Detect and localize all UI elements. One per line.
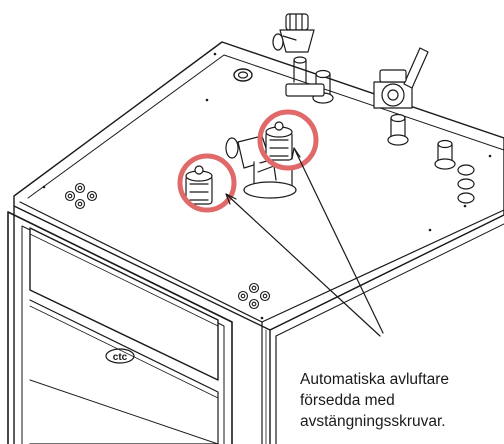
pointer-line-2 bbox=[225, 193, 381, 337]
safety-valve-top bbox=[272, 13, 325, 97]
front-face bbox=[13, 205, 271, 444]
pointer-line-1 bbox=[293, 147, 384, 334]
caption-line-2: försedda med bbox=[300, 392, 395, 409]
ball-valve bbox=[373, 47, 429, 109]
logo-badge bbox=[105, 348, 135, 364]
air-vent-1-highlight bbox=[257, 109, 319, 171]
caption-line-1: Automatiska avluftare bbox=[300, 371, 450, 388]
front-panel-lower bbox=[29, 299, 219, 444]
top-panel-inner-edge bbox=[27, 54, 504, 199]
pipe-stubs bbox=[293, 56, 456, 170]
caption: Automatiska avluftare försedda med avstä… bbox=[300, 369, 504, 432]
top-ring bbox=[233, 68, 253, 82]
bolt-cluster-left bbox=[64, 182, 98, 210]
air-vent-2-highlight bbox=[177, 153, 237, 213]
front-frame-outer bbox=[7, 211, 233, 444]
side-face bbox=[269, 214, 504, 337]
bolt-cluster-right bbox=[237, 282, 271, 310]
air-vent-2 bbox=[185, 165, 213, 205]
logo-text: ctc bbox=[113, 352, 128, 363]
pointer-arrowhead-1 bbox=[291, 147, 301, 160]
front-panel-bottom bbox=[29, 379, 219, 444]
side-ports bbox=[457, 164, 475, 204]
air-vent-1 bbox=[265, 121, 293, 161]
caption-line-3: avstängningsskruvar. bbox=[300, 413, 446, 430]
front-panel-upper bbox=[29, 227, 219, 381]
pointer-arrowhead-2 bbox=[225, 193, 237, 205]
